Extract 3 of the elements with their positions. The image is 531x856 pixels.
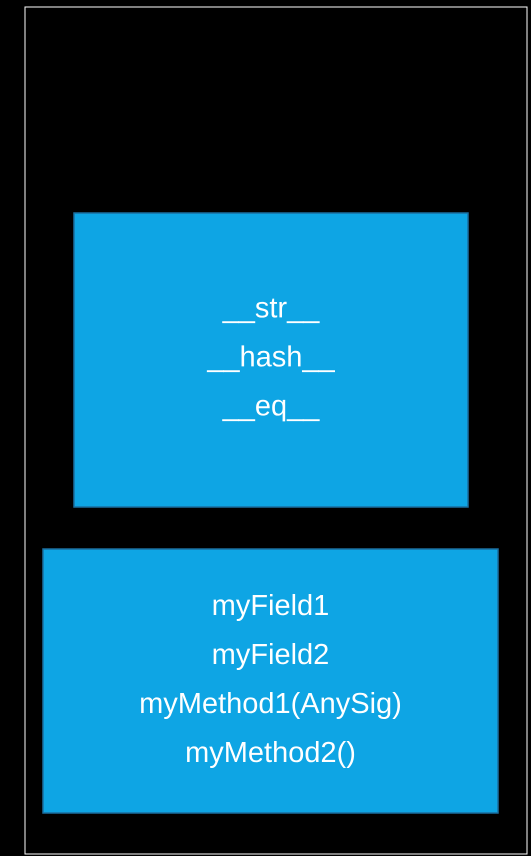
object-frame [24,6,528,854]
class-box: myField1 myField2 myMethod1(AnySig) myMethod2() [42,548,499,814]
class-box: __str__ __hash__ __eq__ [73,212,469,508]
